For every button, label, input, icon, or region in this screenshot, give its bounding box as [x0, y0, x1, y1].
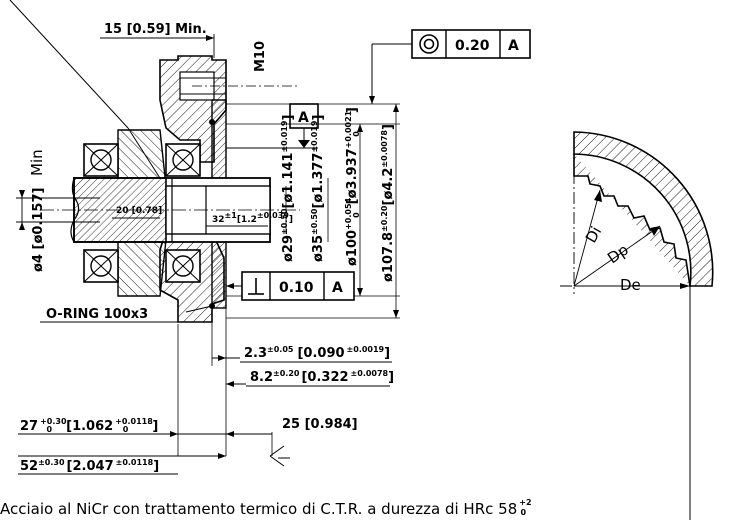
dim-d107: ø107.8±0.20[ø4.2±0.0078] [380, 124, 396, 282]
dim-8-2: 8.2±0.20[0.322±0.0078] [250, 369, 394, 385]
perpendicularity-datum: A [332, 280, 343, 296]
oring-label: O-RING 100x3 [46, 307, 148, 322]
dim-min-left: Min [28, 149, 46, 176]
material-note: Acciaio al NiCr con trattamento termico … [0, 498, 532, 518]
concentricity-icon [419, 34, 439, 54]
tolerance-frame-concentricity: 0.20 A [411, 29, 531, 59]
perpendicularity-icon [248, 278, 264, 295]
surface-finish-icon [269, 445, 290, 467]
left-wall-lower [117, 239, 167, 297]
concentricity-datum: A [508, 38, 519, 54]
dim-25: 25 [0.984] [282, 417, 358, 432]
dim-d100: ø100+0.0540[ø3.937+0.00210] [344, 107, 361, 266]
gear-dp-label: Dp [604, 241, 632, 268]
dim-min-top: 15 [0.59] Min. [104, 22, 207, 37]
dim-d35: ø35±0.50[ø1.377±0.019] [310, 115, 326, 262]
gear-de-label: De [620, 276, 641, 294]
datum-label: A [298, 110, 309, 126]
leader-line [9, 0, 129, 129]
dim-d4: ø4 [ø0.157] [31, 188, 46, 272]
bearing-right-upper [165, 143, 201, 177]
dim-52: 52±0.30[2.047±0.0118] [20, 458, 159, 474]
tolerance-frame-perpendicularity: 0.10 A [241, 271, 355, 301]
dim-32: 32±1[1.2±0.039] [212, 211, 293, 225]
concentricity-value: 0.20 [455, 38, 490, 54]
dim-2-3: 2.3±0.05[0.090±0.0019] [244, 345, 390, 361]
perpendicularity-value: 0.10 [279, 280, 314, 296]
gear-di-label: Di [582, 223, 605, 246]
gear-detail [560, 131, 714, 520]
bearing-left-lower [83, 249, 119, 283]
bearing-right-lower [165, 249, 201, 283]
section-view [9, 0, 412, 467]
bearing-left-upper [83, 143, 119, 177]
dim-d29: ø29±0.50[ø1.141±0.019] [280, 115, 296, 262]
dim-m10: M10 [253, 41, 268, 72]
dim-20: 20 [0.78] [116, 206, 162, 216]
